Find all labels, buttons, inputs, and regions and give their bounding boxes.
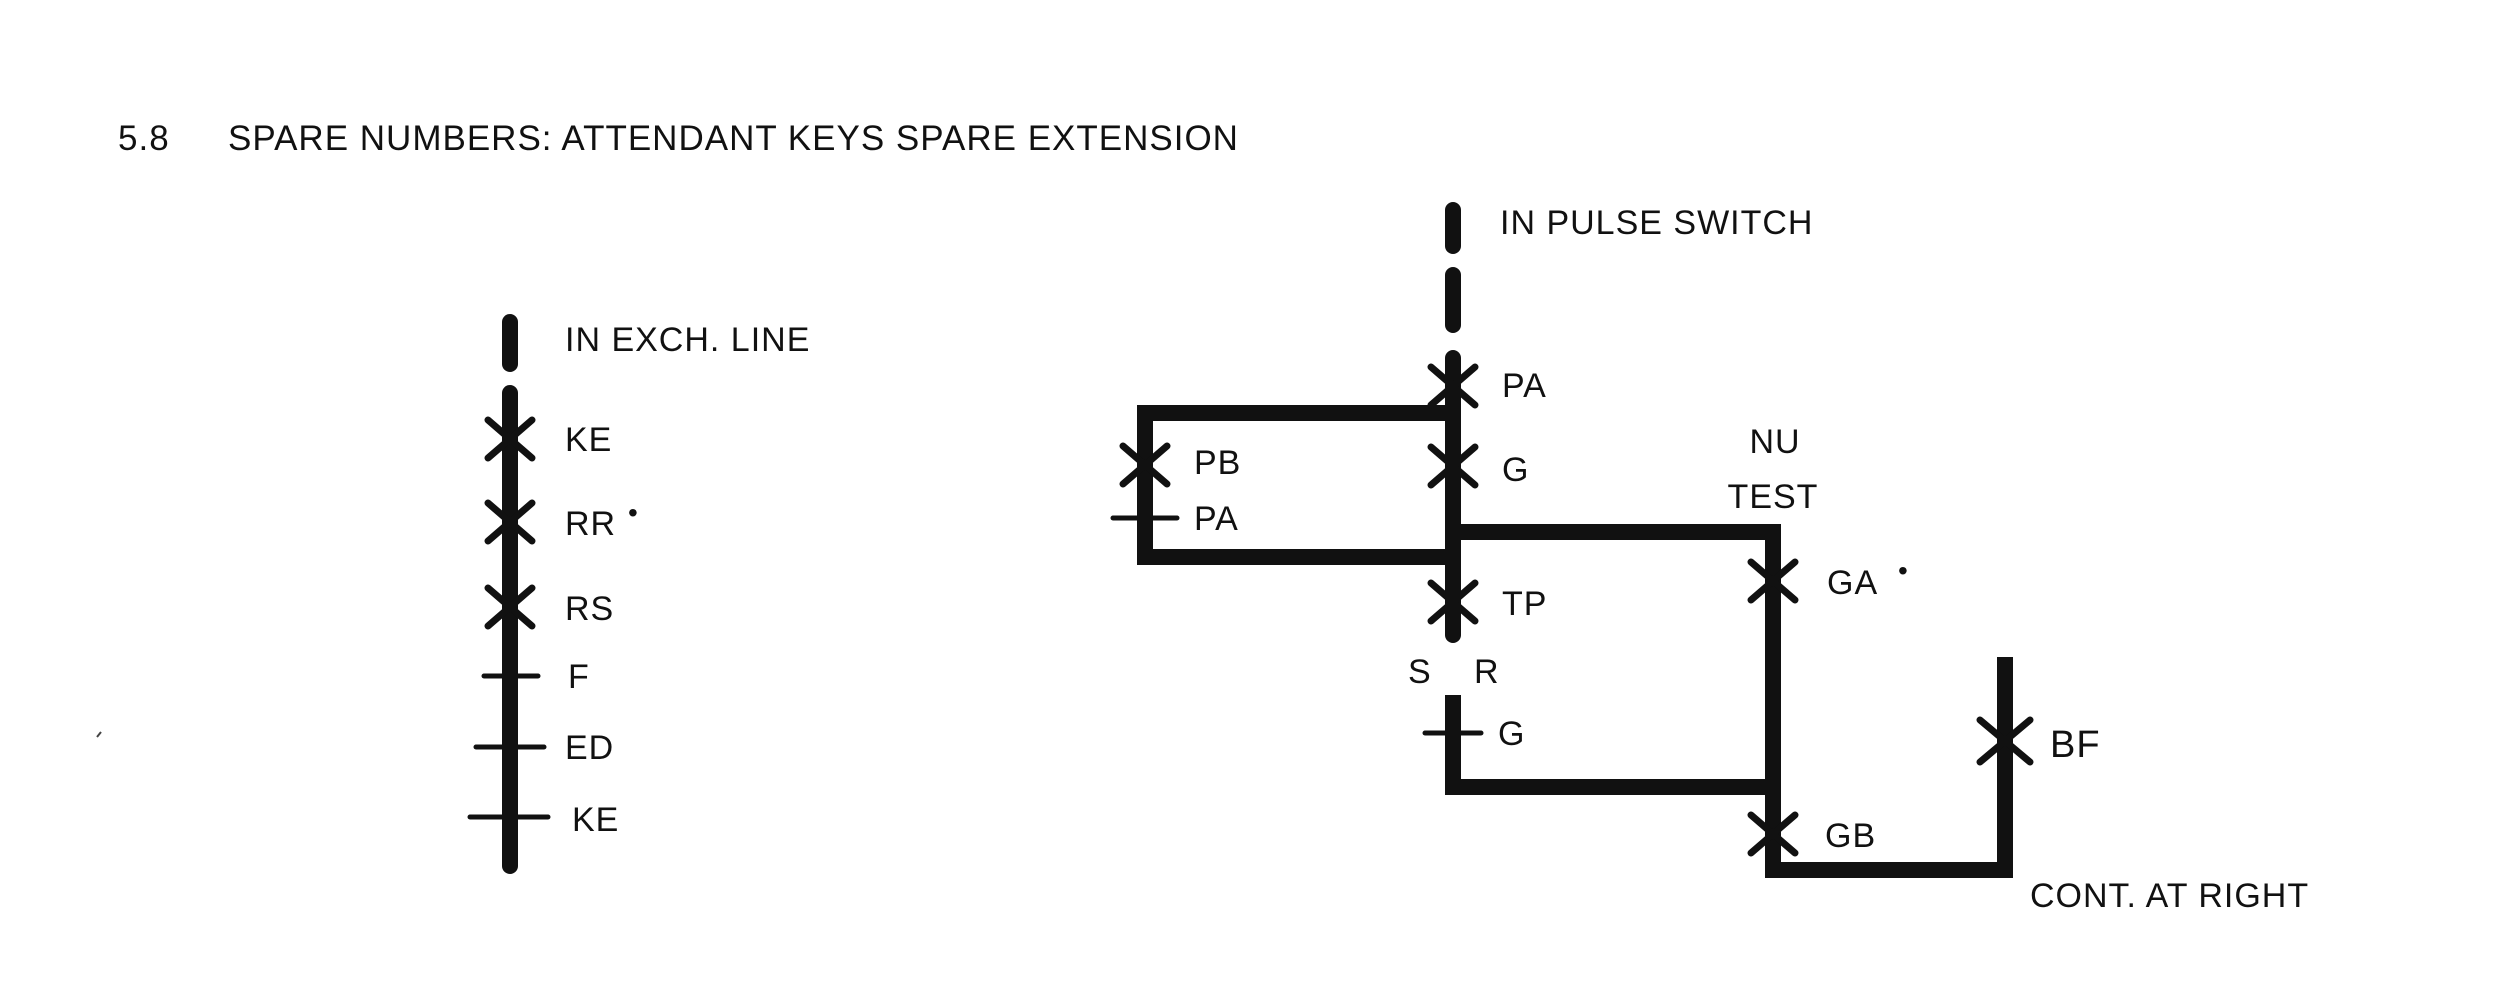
svg-text:RR: RR [565,505,616,543]
contact-rr-make: RR • [484,497,639,545]
contact-g-top: G [1427,443,1529,489]
test-label: TEST [1728,478,1819,516]
svg-text:TP: TP [1502,585,1547,623]
contact-ke-break: KE [467,801,619,839]
output-label: CONT. AT RIGHT [2030,877,2309,915]
scan-speck [96,731,102,738]
contact-rs-make: RS [484,584,614,630]
svg-text:BF: BF [2050,724,2101,766]
contact-ke-make: KE [484,416,612,462]
contact-tp: TP [1427,579,1547,625]
bf-wire [1765,657,2013,878]
contact-f-break: F [481,658,590,696]
left-circuit: IN EXCH. LINE KE RR • RS F ED [467,314,810,874]
svg-text:KE: KE [565,421,612,459]
nu-test-branch [1445,524,1781,878]
svg-text:RS: RS [565,590,614,628]
contact-ed-break: ED [473,729,614,767]
pb-pa-loop [1137,405,1461,565]
svg-text:ED: ED [565,729,614,767]
svg-text:PB: PB [1194,444,1241,482]
nu-label: NU [1749,423,1800,461]
svg-text:PA: PA [1194,500,1239,538]
svg-text:KE: KE [572,801,619,839]
rr-marker: • [628,497,639,528]
right-input-label: IN PULSE SWITCH [1500,204,1813,242]
left-input-label: IN EXCH. LINE [565,321,810,359]
svg-text:GA: GA [1827,564,1878,602]
contact-g-bottom: G [1422,715,1525,753]
label-r: R [1474,653,1500,691]
right-circuit: IN PULSE SWITCH PA G PB PA [1110,202,2309,915]
ga-marker: • [1898,555,1909,586]
contact-pb: PB [1119,442,1241,488]
svg-text:PA: PA [1502,367,1547,405]
section-title: SPARE NUMBERS: ATTENDANT KEYS SPARE EXTE… [228,119,1239,158]
contact-pa-side: PA [1110,500,1239,538]
contact-gb: GB [1747,811,1876,857]
contact-pa-top: PA [1427,363,1547,409]
svg-text:GB: GB [1825,817,1876,855]
svg-text:G: G [1502,451,1529,489]
section-number: 5.8 [118,119,170,158]
svg-text:G: G [1498,715,1525,753]
svg-text:F: F [568,658,590,696]
contact-bf: BF [1976,716,2101,766]
contact-ga: GA • [1747,555,1909,604]
label-s: S [1408,653,1432,691]
